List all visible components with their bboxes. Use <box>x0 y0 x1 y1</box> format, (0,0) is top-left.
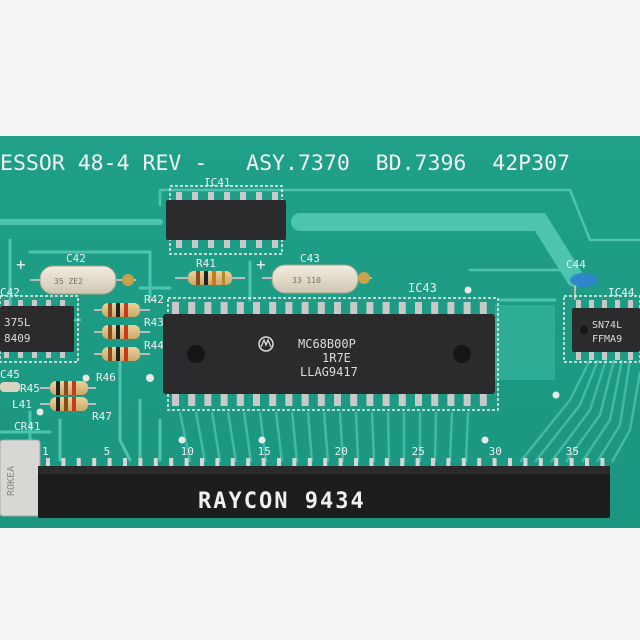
cr41: CR41 <box>14 420 41 433</box>
ic41-label: IC41 <box>204 176 231 189</box>
cap-c43-text: 33 110 <box>292 276 321 285</box>
resistor-r41: R41 <box>175 257 245 285</box>
plus-sign-c43: + <box>256 255 266 274</box>
ic42-label: C42 <box>0 286 20 299</box>
connector-pin-number: 35 <box>566 445 579 458</box>
crystal-text: ROKEA <box>6 466 17 496</box>
l41-label: L41 <box>12 398 32 411</box>
resistor-r44: R44 <box>94 339 164 361</box>
cap-c43-label: C43 <box>300 252 320 265</box>
ic44-label: IC44 <box>608 286 635 299</box>
cap-c42-text: 35 ZE2 <box>54 277 83 286</box>
connector-pin-number: 10 <box>181 445 194 458</box>
resistor-r42: R42 <box>94 293 164 317</box>
capacitor-c45: C45 <box>0 368 20 392</box>
connector-pin-number: 30 <box>489 445 502 458</box>
r43-label: R43 <box>144 316 164 329</box>
c45-label: C45 <box>0 368 20 381</box>
ic43-line3: LLAG9417 <box>300 365 358 379</box>
motorola-logo-icon <box>258 336 274 352</box>
connector-pin-number: 5 <box>104 445 111 458</box>
r41-label: R41 <box>196 257 216 270</box>
ic43-line1: MC68B00P <box>298 337 356 351</box>
ic43-label: IC43 <box>408 281 437 295</box>
ic42-chip: C42 375L 8409 <box>0 286 79 363</box>
connector-pin-number: 25 <box>412 445 425 458</box>
connector-stamp: RAYCON 9434 <box>198 489 366 514</box>
ic42-line1: 375L <box>4 316 31 329</box>
connector-traces <box>178 359 640 463</box>
ic44-chip: IC44 SN74L FFMA9 <box>563 286 640 363</box>
cap-c44-label: C44 <box>566 258 586 271</box>
ic42-line2: 8409 <box>4 332 31 345</box>
connector-pin-number: 20 <box>335 445 348 458</box>
r45-label: R45 <box>20 382 40 395</box>
connector-pin-number: 15 <box>258 445 271 458</box>
resistor-r46: R46 <box>96 371 116 384</box>
cap-c42-label: C42 <box>66 252 86 265</box>
r42-label: R42 <box>144 293 164 306</box>
capacitor-c42: C42 35 ZE2 + <box>16 252 136 295</box>
board-header-text: ESSOR 48-4 REV - ASY.7370 BD.7396 42P307 <box>0 151 570 175</box>
resistor-r43: R43 <box>94 316 164 339</box>
capacitor-c43: C43 33 110 + <box>256 252 372 294</box>
connector-pin-number: 1 <box>42 445 49 458</box>
ic43-chip: IC43 MC68B00P 1R7E LLAG9417 <box>163 281 499 411</box>
plus-sign-c42: + <box>16 255 26 274</box>
r47-label: R47 <box>92 410 112 423</box>
resistor-r45: R45 <box>20 381 96 395</box>
inductor-l41: L41 <box>12 397 96 411</box>
crystal-oscillator: ROKEA <box>0 439 41 517</box>
edge-connector: RAYCON 9434 <box>38 458 610 518</box>
ic41-chip: IC41 <box>166 176 286 255</box>
r46-label: R46 <box>96 371 116 384</box>
r44-label: R44 <box>144 339 164 352</box>
vias <box>36 286 560 444</box>
capacitor-c44: C44 <box>566 258 598 300</box>
cr41-label: CR41 <box>14 420 41 433</box>
resistor-r47: R47 <box>92 410 112 423</box>
ic44-line1: SN74L <box>592 320 622 331</box>
ic44-line2: FFMA9 <box>592 334 622 345</box>
ic43-line2: 1R7E <box>322 351 351 365</box>
